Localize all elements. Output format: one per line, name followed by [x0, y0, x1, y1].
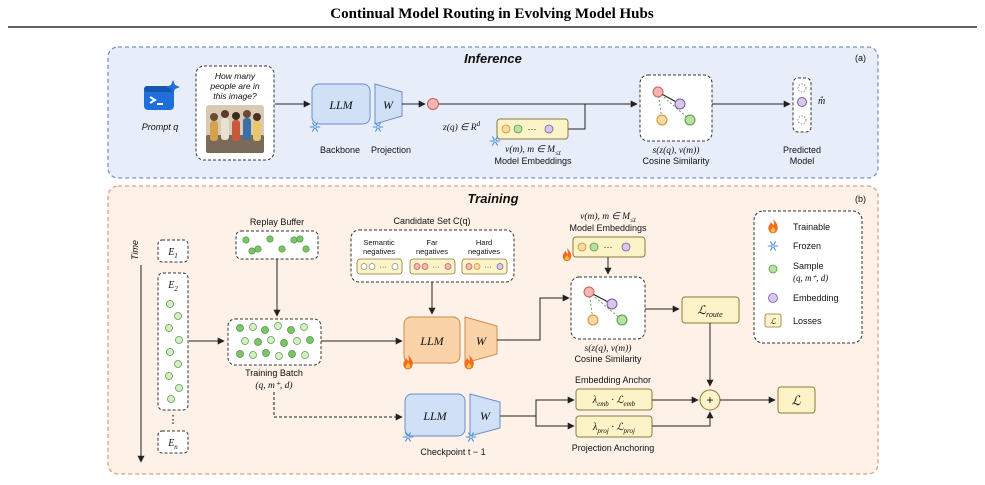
checkpoint-llm	[404, 393, 466, 437]
legend-loss-glyph: ℒ	[770, 317, 776, 326]
training-tag: (b)	[855, 194, 866, 204]
neg-dots: ···	[380, 264, 387, 271]
checkpoint-label: Checkpoint t − 1	[420, 447, 485, 457]
inference-cos-label: Cosine Similarity	[642, 156, 710, 166]
neg-far-label: Far	[426, 238, 438, 247]
legend-losses: Losses	[793, 316, 822, 326]
candidate-set-label: Candidate Set C(q)	[393, 216, 470, 226]
neg-hard-box	[461, 258, 508, 275]
total-loss-label: ℒ	[791, 393, 801, 408]
checkpoint-projection-shape	[469, 393, 501, 437]
inference-projection-shape	[374, 83, 403, 125]
sum-symbol: +	[706, 393, 713, 407]
training-batch-math: (q, m⁺, d)	[255, 380, 292, 391]
env-e1-box	[157, 239, 189, 263]
legend: Trainable Frozen Sample (q, m⁺, d) Embed…	[753, 210, 863, 344]
page-title: Continual Model Routing in Evolving Mode…	[330, 6, 654, 22]
checkpoint-llm-label: LLM	[422, 409, 447, 423]
prompt-icon	[144, 80, 180, 110]
env-e2-samples	[165, 300, 183, 403]
env-ellipsis: ⋮	[168, 414, 179, 426]
route-loss-label: ℒroute	[697, 303, 723, 319]
env-e2-label: E2	[167, 280, 178, 293]
emb-anchor-loss-label: λemb · ℒemb	[592, 395, 636, 408]
question-line: How many	[215, 71, 256, 81]
projection-label: Projection	[371, 145, 411, 155]
inference-cos-math: s(z(q), v(m))	[653, 145, 700, 156]
env-e2-box	[157, 272, 189, 411]
people-photo	[206, 105, 264, 153]
question-line: people are in	[209, 81, 259, 91]
inference-llm-label: LLM	[328, 98, 353, 112]
inference-title: Inference	[464, 51, 522, 66]
neg-semantic-box	[356, 258, 403, 275]
neg-hard-label: negatives	[468, 247, 500, 256]
training-title: Training	[467, 191, 518, 206]
inference-emb-math: v(m), m ∈ M≤t	[505, 144, 562, 157]
embedding-dots: ···	[528, 124, 537, 134]
inference-tag: (a)	[855, 53, 866, 63]
question-line: this image?	[213, 91, 257, 101]
legend-embedding: Embedding	[793, 293, 839, 303]
training-cos-math: s(z(q), v(m))	[585, 343, 632, 354]
env-e1-label: E1	[167, 247, 178, 260]
predicted-label: Model	[790, 156, 815, 166]
embedding-anchor-label: Embedding Anchor	[575, 375, 651, 385]
neg-semantic-label: negatives	[363, 247, 395, 256]
neg-dots: ···	[433, 264, 440, 271]
checkpoint-connector	[273, 392, 403, 421]
training-panel: Training (b) Time E1 E2 ⋮ En Replay Buff…	[107, 185, 879, 475]
training-w-label: W	[476, 334, 487, 348]
proj-anchor-loss-label: λproj · ℒproj	[592, 422, 635, 435]
legend-sample-math: (q, m⁺, d)	[793, 273, 828, 283]
embedding-dots: ···	[604, 242, 613, 252]
question-card: How many people are in this image?	[195, 65, 275, 161]
replay-buffer-box	[235, 230, 319, 260]
projection-anchor-label: Projection Anchoring	[572, 443, 655, 453]
inference-emb-label: Model Embeddings	[494, 156, 572, 166]
prompt-label: Prompt q	[142, 122, 179, 132]
training-llm	[403, 316, 461, 364]
inference-w-label: W	[383, 98, 394, 112]
legend-frozen: Frozen	[793, 241, 821, 251]
batch-samples	[236, 322, 314, 360]
neg-semantic-label: Semantic	[363, 238, 395, 247]
neg-far-box	[409, 258, 456, 275]
env-en-label: En	[167, 438, 178, 451]
training-cos-label: Cosine Similarity	[574, 354, 642, 364]
training-embeddings-box	[572, 236, 646, 258]
legend-trainable: Trainable	[793, 222, 830, 232]
legend-sample: Sample	[793, 261, 824, 271]
backbone-label: Backbone	[320, 145, 360, 155]
inference-panel: Inference (a) Prompt q How many people a…	[107, 46, 879, 179]
replay-samples	[242, 235, 310, 255]
training-emb-math: v(m), m ∈ M≤t	[580, 211, 637, 224]
time-label: Time	[130, 240, 140, 260]
env-en-box	[157, 430, 189, 454]
neg-far-label: negatives	[416, 247, 448, 256]
training-emb-label: Model Embeddings	[569, 223, 647, 233]
query-embedding-node	[427, 98, 439, 110]
mhat-label: m̂	[818, 96, 825, 107]
training-llm-label: LLM	[419, 334, 444, 348]
replay-buffer-label: Replay Buffer	[250, 217, 304, 227]
inference-embeddings-box	[496, 118, 569, 140]
inference-llm	[311, 83, 371, 125]
predicted-label: Predicted	[783, 145, 821, 155]
total-loss-box	[777, 386, 816, 414]
training-batch-label: Training Batch	[245, 368, 303, 378]
training-projection-shape	[464, 316, 498, 364]
neg-hard-label: Hard	[476, 238, 492, 247]
neg-dots: ···	[485, 264, 492, 271]
zq-label: z(q) ∈ Rd	[442, 120, 481, 133]
checkpoint-w-label: W	[480, 409, 491, 423]
